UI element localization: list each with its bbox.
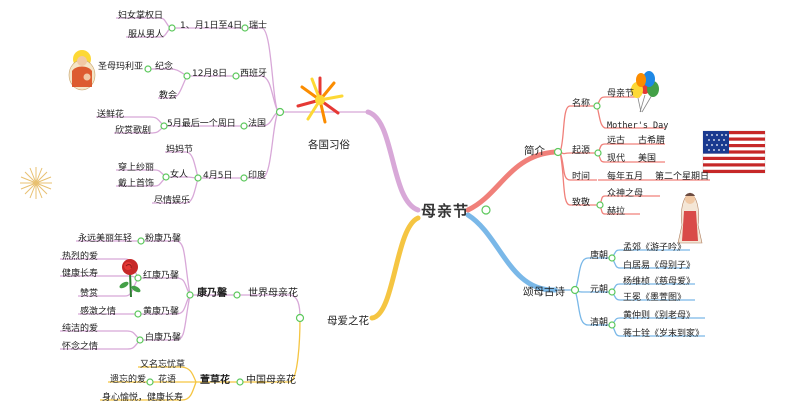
intro-name-label[interactable]: 名称	[572, 99, 591, 109]
poems-yuan[interactable]: 元朝	[590, 285, 609, 295]
customs-spain-date[interactable]: 12月8日	[192, 69, 228, 79]
carnation-yellow-meaning[interactable]: 感激之情	[80, 307, 117, 317]
carnation-red-meaning-2[interactable]: 健康长寿	[62, 269, 99, 279]
customs-swiss-item-1[interactable]: 妇女掌权日	[118, 11, 164, 21]
customs-spain-church[interactable]: 教会	[159, 91, 178, 101]
virgin-mary-icon	[68, 50, 96, 91]
customs-france-item-1[interactable]: 送鲜花	[97, 110, 125, 120]
branch-poems	[465, 212, 558, 293]
intro-time-value-1[interactable]: 每年五月	[607, 172, 644, 182]
branch-flowers	[369, 215, 421, 321]
customs-france[interactable]: 法国	[248, 119, 267, 129]
topic-poems[interactable]: 颂母古诗	[523, 286, 565, 298]
customs-india-women-item-1[interactable]: 穿上纱丽	[118, 163, 155, 173]
intro-tribute-label[interactable]: 致敬	[572, 198, 591, 208]
flowers-carnation[interactable]: 康乃馨	[197, 288, 227, 299]
poem-qing-1[interactable]: 黄仲则《别老母》	[623, 311, 696, 321]
intro-time-value-2[interactable]: 第二个星期日	[655, 172, 710, 182]
poem-yuan-1[interactable]: 杨维桢《慈母爱》	[623, 277, 696, 287]
flowers-china-lines	[100, 317, 301, 401]
goddess-hera-icon	[677, 192, 703, 244]
flowers-daylily[interactable]: 萱草花	[200, 375, 230, 386]
customs-swiss-item-2[interactable]: 服从男人	[128, 30, 165, 40]
carnation-white[interactable]: 白康乃馨	[145, 333, 182, 343]
intro-tribute-value-1[interactable]: 众神之母	[607, 189, 644, 199]
main-branches	[365, 109, 558, 321]
intro-tribute-value-2[interactable]: 赫拉	[607, 207, 626, 217]
intro-origin-modern[interactable]: 现代	[607, 154, 626, 164]
customs-india-date[interactable]: 4月5日	[203, 171, 233, 181]
topic-flowers[interactable]: 母爱之花	[327, 315, 369, 327]
customs-india-women-item-2[interactable]: 戴上首饰	[118, 179, 155, 189]
carnation-red-meaning-3[interactable]: 赞赏	[80, 289, 99, 299]
customs-spain-commemorate[interactable]: 纪念	[155, 62, 174, 72]
carnation-white-meaning-1[interactable]: 纯洁的爱	[62, 324, 99, 334]
branch-intro	[465, 149, 558, 213]
customs-spain[interactable]: 西班牙	[240, 69, 268, 79]
fireworks-icon	[296, 76, 344, 124]
daylily-flower-language-value[interactable]: 遗忘的爱	[110, 375, 147, 385]
intro-time-label[interactable]: 时间	[572, 172, 591, 182]
topic-customs[interactable]: 各国习俗	[308, 139, 350, 151]
red-carnation-icon	[119, 259, 141, 298]
poem-qing-2[interactable]: 蒋士铨《岁末到家》	[623, 329, 705, 339]
customs-france-item-2[interactable]: 欣赏歌剧	[115, 126, 152, 136]
us-flag-icon	[702, 130, 766, 174]
poems-tang[interactable]: 唐朝	[590, 251, 609, 261]
customs-india[interactable]: 印度	[248, 171, 267, 181]
carnation-yellow[interactable]: 黄康乃馨	[143, 307, 180, 317]
carnation-red-meaning-1[interactable]: 热烈的爱	[62, 252, 99, 262]
intro-origin-label[interactable]: 起源	[572, 146, 591, 156]
intro-name-value-2[interactable]: Mother's Day	[607, 121, 669, 131]
customs-spain-commemorate-value[interactable]: 圣母玛利亚	[98, 62, 144, 72]
poems-qing[interactable]: 清朝	[590, 318, 609, 328]
intro-origin-ancient[interactable]: 远古	[607, 136, 626, 146]
branch-customs	[365, 109, 421, 213]
balloons-icon	[631, 71, 659, 113]
customs-france-date[interactable]: 5月最后一个周日	[167, 119, 236, 129]
carnation-red[interactable]: 红康乃馨	[143, 271, 180, 281]
sparkle-icon	[20, 167, 52, 199]
intro-name-value-1[interactable]: 母亲节	[607, 89, 635, 99]
poem-tang-1[interactable]: 孟郊《游子吟》	[623, 243, 687, 253]
node-toggles[interactable]	[134, 24, 616, 386]
topic-intro[interactable]: 简介	[524, 145, 545, 157]
customs-india-fun[interactable]: 尽情娱乐	[154, 196, 191, 206]
carnation-pink[interactable]: 粉康乃馨	[145, 234, 182, 244]
flowers-world[interactable]: 世界母亲花	[248, 288, 298, 299]
intro-origin-ancient-value[interactable]: 古希腊	[638, 136, 666, 146]
poem-yuan-2[interactable]: 王冕《墨萱图》	[623, 293, 687, 303]
daylily-alias[interactable]: 又名忘忧草	[140, 360, 186, 370]
poem-tang-2[interactable]: 白居易《母别子》	[623, 261, 696, 271]
daylily-wish[interactable]: 身心愉悦，健康长寿	[102, 393, 184, 403]
daylily-flower-language[interactable]: 花语	[158, 375, 177, 385]
flowers-china[interactable]: 中国母亲花	[246, 375, 296, 386]
carnation-white-meaning-2[interactable]: 怀念之情	[62, 342, 99, 352]
customs-swiss[interactable]: 瑞士	[249, 21, 268, 31]
customs-india-women[interactable]: 女人	[170, 170, 189, 180]
customs-swiss-date[interactable]: 1、月1日至4日	[180, 21, 243, 31]
customs-india-festival[interactable]: 妈妈节	[166, 145, 194, 155]
intro-origin-modern-value[interactable]: 美国	[638, 154, 657, 164]
customs-lines	[96, 17, 368, 204]
carnation-pink-meaning[interactable]: 永远美丽年轻	[78, 234, 133, 244]
root-topic[interactable]: 母亲节	[421, 202, 470, 220]
